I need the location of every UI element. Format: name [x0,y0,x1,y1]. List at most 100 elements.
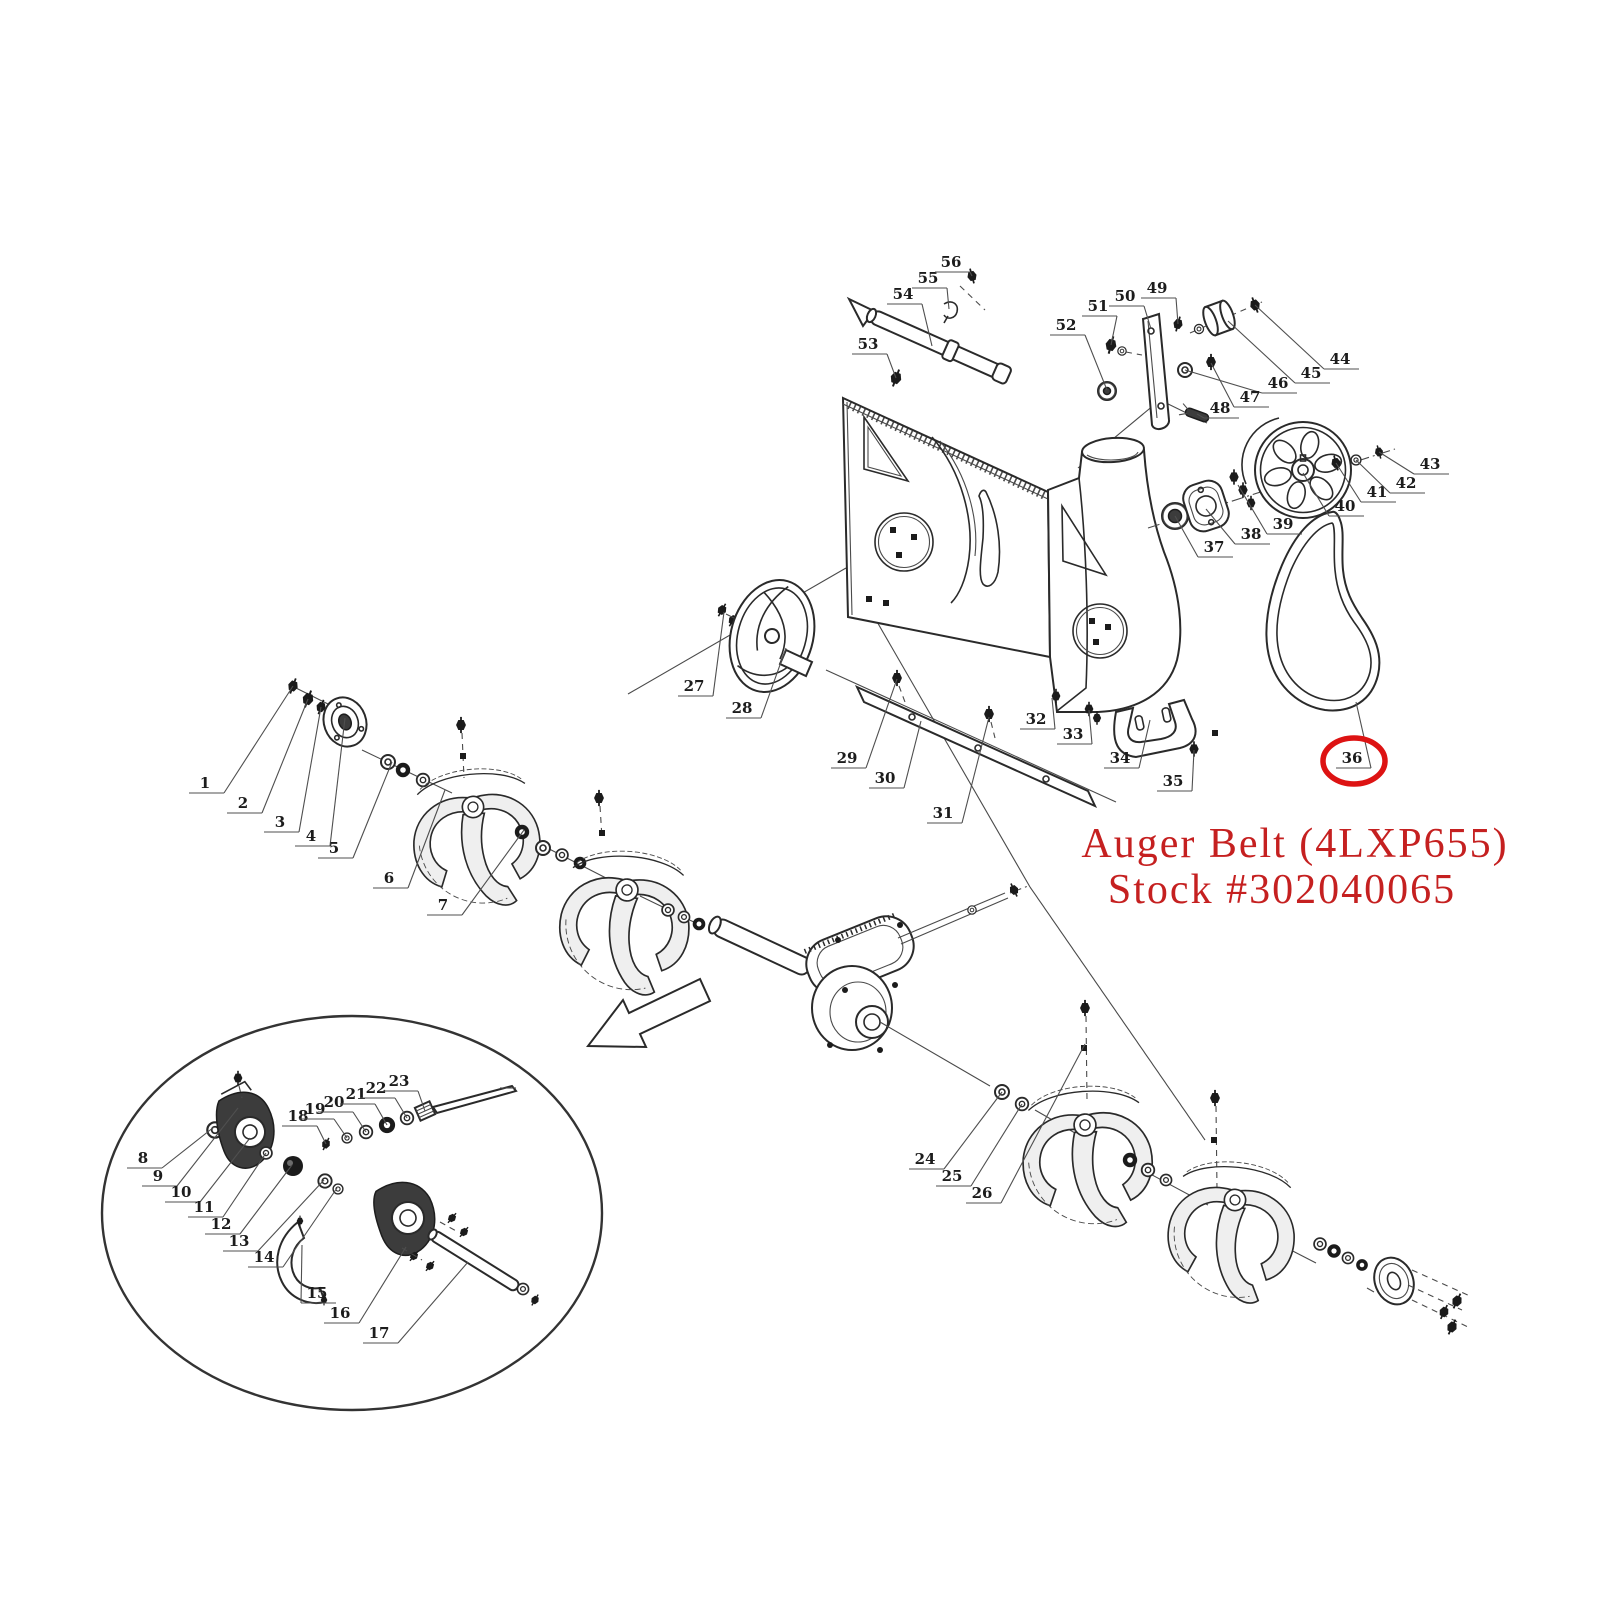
gearbox [803,880,1029,1053]
part-number-10: 10 [171,1183,192,1201]
part-number-25: 25 [942,1167,963,1185]
callout-53: 53 [852,335,897,379]
part-number-46: 46 [1268,374,1289,392]
callout-23: 23 [383,1072,426,1112]
part-number-33: 33 [1063,725,1084,743]
part-number-16: 16 [330,1304,351,1322]
right-auger-assembly [879,999,1471,1338]
part-number-19: 19 [305,1100,326,1118]
pulley-40 [1241,417,1352,519]
part-number-47: 47 [1240,388,1261,406]
part-number-48: 48 [1210,399,1231,417]
callout-24: 24 [909,1091,1003,1170]
callout-48: 48 [1196,399,1239,419]
skid-bracket [1113,698,1218,759]
annotation-line2: Stock #302040065 [1108,867,1456,913]
callout-33: 33 [1057,709,1093,745]
part-number-52: 52 [1056,316,1077,334]
auger-pulley-group [1147,417,1396,533]
housing-left-panel [841,396,1052,659]
part-number-7: 7 [438,896,448,914]
callout-40: 40 [1302,472,1364,517]
part-number-39: 39 [1273,515,1294,533]
callout-35: 35 [1157,749,1195,792]
callout-41: 41 [1335,462,1396,503]
callout-42: 42 [1355,459,1425,494]
part-number-56: 56 [941,253,962,271]
part-number-49: 49 [1147,279,1168,297]
vertical-bolt-3 [1079,999,1091,1101]
auger-belt-36 [1265,510,1381,712]
part-number-4: 4 [306,827,316,845]
part-number-40: 40 [1335,497,1356,515]
callout-37: 37 [1174,515,1233,558]
callout-17: 17 [363,1261,469,1344]
auger-shaft-tube [707,915,812,976]
callout-26: 26 [966,1043,1086,1204]
callout-12: 12 [205,1164,293,1235]
vertical-bolt-1 [455,716,467,779]
callout-27: 27 [678,611,725,697]
part-number-53: 53 [858,335,879,353]
left-auger-assembly [284,675,812,999]
housing-right-panel-chute [1046,436,1182,726]
vertical-bolt-4 [1209,1089,1221,1191]
callout-20: 20 [318,1093,367,1133]
callout-4: 4 [295,717,346,847]
callout-28: 28 [726,647,787,719]
part-number-51: 51 [1088,297,1109,315]
highlight-ellipse [1320,735,1388,787]
callout-39: 39 [1237,484,1302,535]
part-number-11: 11 [194,1198,215,1216]
part-number-55: 55 [918,269,939,287]
callout-32: 32 [1020,697,1056,730]
callout-6: 6 [373,789,446,889]
tension-bracket [1097,312,1186,431]
idler-pulley [1177,294,1264,423]
callout-19: 19 [299,1100,348,1139]
callout-25: 25 [936,1103,1023,1187]
part-number-1: 1 [200,774,210,792]
impeller-fan [713,579,816,693]
callout-18: 18 [282,1107,327,1145]
part-number-27: 27 [684,677,705,695]
part-number-20: 20 [324,1093,345,1111]
part-number-18: 18 [288,1107,309,1125]
callout-9: 9 [142,1107,239,1187]
part-number-8: 8 [138,1149,148,1167]
part-number-9: 9 [153,1167,163,1185]
flange-38 [1182,479,1230,533]
inset-detail [100,977,712,1412]
callout-10: 10 [165,1137,251,1203]
callout-31: 31 [927,716,990,824]
annotation-line1: Auger Belt (4LXP655) [1081,821,1508,867]
callout-7: 7 [427,829,525,916]
part-number-15: 15 [307,1284,328,1302]
callout-46: 46 [1184,369,1297,394]
vertical-bolt-2 [593,789,605,839]
part-number-43: 43 [1420,455,1441,473]
part-number-29: 29 [837,749,858,767]
callout-13: 13 [223,1179,325,1252]
callout-29: 29 [831,678,898,769]
part-number-28: 28 [732,699,753,717]
callout-44: 44 [1254,304,1359,370]
part-number-3: 3 [275,813,285,831]
callout-3: 3 [264,706,322,833]
gearcase-half-right [373,1181,436,1256]
upper-shaft-assembly [846,266,1012,390]
gearcase-half-left [215,1080,275,1169]
part-number-38: 38 [1241,525,1262,543]
callout-43: 43 [1378,451,1449,475]
callout-38: 38 [1205,508,1270,545]
auger-impeller-right-2 [1160,1155,1303,1308]
callout-51: 51 [1082,297,1118,346]
part-number-30: 30 [875,769,896,787]
inset-output-shaft [427,1228,520,1292]
callout-52: 52 [1050,316,1108,391]
callout-54: 54 [887,285,933,347]
part-number-22: 22 [366,1079,387,1097]
part-number-44: 44 [1330,350,1351,368]
